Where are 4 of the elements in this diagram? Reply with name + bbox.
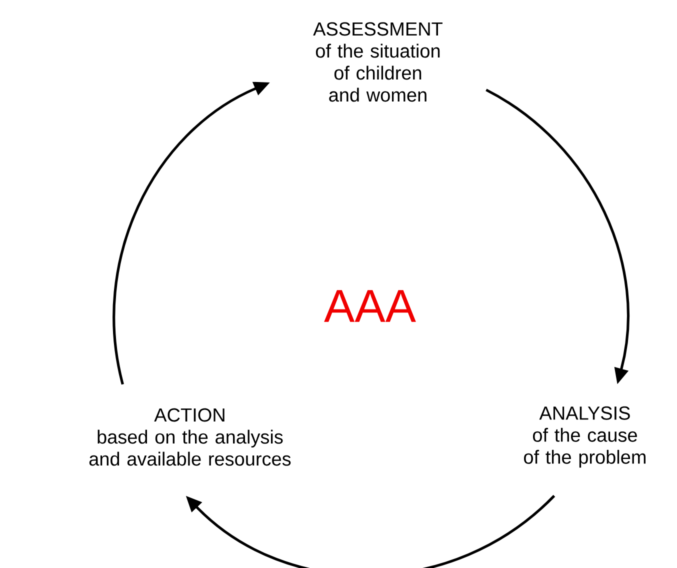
cycle-stage-text: ASSESSMENT of the situation of children and women — [313, 22, 442, 102]
center-label: AAA — [324, 290, 416, 322]
cycle-stage-text: ANALYSIS of the cause of the problem — [524, 406, 646, 468]
cycle-stage-text: ACTION based on the analysis and available resources — [89, 408, 291, 466]
